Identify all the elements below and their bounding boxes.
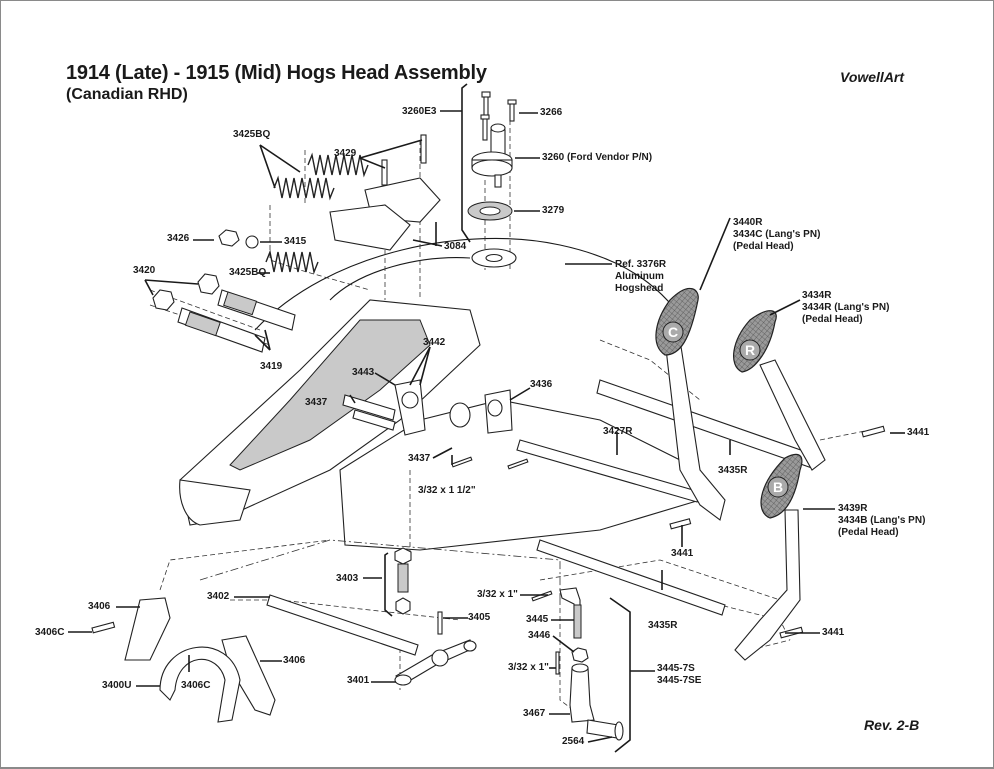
callout-3435R-top: 3435R [718, 465, 748, 476]
callout-3427R: 3427R [603, 426, 633, 437]
callout-3376R: Ref. 3376R Aluminum Hogshead [615, 259, 666, 295]
callout-3260: 3260 (Ford Vendor P/N) [542, 152, 653, 163]
callout-3437-left: 3437 [305, 397, 328, 408]
callout-3376R-line2: Aluminum [615, 271, 664, 282]
part-3400U-yoke [159, 646, 241, 723]
callout-3446: 3446 [528, 630, 551, 641]
part-3279-gasket [467, 201, 513, 221]
callout-3260E3: 3260E3 [402, 106, 437, 117]
callout-3425BQ-mid: 3425BQ [229, 267, 267, 278]
pedal-brake: B [734, 453, 803, 661]
callout-3442: 3442 [423, 337, 446, 348]
part-3442-3436-cams [342, 379, 513, 436]
part-3435R-bottom-shaft [536, 539, 726, 616]
callout-3440R-line2: 3434C (Lang's PN) [733, 229, 821, 240]
part-3405-pin [437, 611, 443, 635]
callout-pin-3-32x1-b: 3/32 x 1" [508, 662, 549, 673]
callout-3436: 3436 [530, 379, 553, 390]
part-3401-lever [394, 639, 477, 686]
leader-lines [68, 83, 905, 753]
callout-3420: 3420 [133, 265, 156, 276]
pedal-letter-reverse: R [745, 342, 755, 358]
callout-pin-3-32x1-a: 3/32 x 1" [477, 589, 518, 600]
callout-2564: 2564 [562, 736, 585, 747]
callout-pin-3-32x1-1-2: 3/32 x 1 1/2" [418, 485, 476, 496]
part-3084-plungers [329, 177, 441, 251]
part-3446-nut [571, 647, 589, 663]
pedal-letter-clutch: C [668, 324, 678, 340]
hogshead-top-boss [471, 248, 517, 268]
callout-3441-mid: 3441 [671, 548, 694, 559]
callout-3439R-line3: (Pedal Head) [838, 527, 899, 538]
callout-3434R-line2: 3434R (Lang's PN) [802, 302, 890, 313]
revision-label: Rev. 2-B [864, 717, 920, 733]
pedal-clutch: C [655, 287, 726, 521]
callout-3406C-left: 3406C [35, 627, 65, 638]
callout-3439R-line2: 3434B (Lang's PN) [838, 515, 926, 526]
callout-3406C-mid: 3406C [181, 680, 211, 691]
callout-3434R: 3434R 3434R (Lang's PN) (Pedal Head) [802, 290, 889, 326]
callout-3376R-line3: Hogshead [615, 283, 664, 294]
part-3467-clevis [569, 663, 595, 723]
part-3266-screws [480, 91, 517, 141]
callout-3467: 3467 [523, 708, 546, 719]
callout-3435R-bottom: 3435R [648, 620, 678, 631]
callout-3434R-line3: (Pedal Head) [802, 314, 863, 325]
brand-logo: VowellArt [840, 69, 905, 85]
part-3415-washer [245, 235, 259, 249]
part-3425BQ-springs [265, 152, 369, 275]
part-3445-rod [559, 587, 582, 639]
callout-3441-right: 3441 [907, 427, 930, 438]
callout-3266: 3266 [540, 107, 563, 118]
callout-3440R: 3440R 3434C (Lang's PN) (Pedal Head) [733, 217, 820, 253]
part-3429-pins [381, 134, 427, 186]
callout-3406-left: 3406 [88, 601, 111, 612]
part-3427R-shaft [516, 439, 701, 503]
callout-3445-7S-line2: 3445-7SE [657, 675, 702, 686]
pedal-letter-brake: B [773, 479, 783, 495]
part-3403-bolt [394, 547, 412, 615]
callout-3279: 3279 [542, 205, 565, 216]
callout-3440R-line3: (Pedal Head) [733, 241, 794, 252]
callout-3425BQ-top: 3425BQ [233, 129, 271, 140]
callout-3419: 3419 [260, 361, 283, 372]
hogshead-bell [329, 257, 471, 301]
callout-3445: 3445 [526, 614, 549, 625]
callout-3445-7S: 3445-7S 3445-7SE [657, 663, 701, 687]
callout-3415: 3415 [284, 236, 307, 247]
page-subtitle: (Canadian RHD) [66, 86, 188, 103]
pedal-reverse: R [733, 310, 826, 471]
callout-3406-right: 3406 [283, 655, 306, 666]
callout-3437-mid: 3437 [408, 453, 431, 464]
callout-3405: 3405 [468, 612, 491, 623]
part-3406C-pins [91, 621, 116, 634]
part-2564-pin [586, 719, 624, 741]
callout-3402: 3402 [207, 591, 230, 602]
callout-3403: 3403 [336, 573, 359, 584]
callout-3426: 3426 [167, 233, 190, 244]
callout-3443: 3443 [352, 367, 375, 378]
callout-3440R-line1: 3440R [733, 217, 763, 228]
part-3402-shaft [266, 594, 419, 656]
part-3420-nuts [152, 273, 220, 311]
part-3260-column [471, 123, 513, 188]
callout-3439R: 3439R 3434B (Lang's PN) (Pedal Head) [838, 503, 925, 539]
callout-3401: 3401 [347, 675, 370, 686]
callout-3441-bottom: 3441 [822, 627, 845, 638]
callout-3429: 3429 [334, 148, 357, 159]
callout-3376R-line1: Ref. 3376R [615, 259, 667, 270]
callout-3084: 3084 [444, 241, 467, 252]
hogshead-outline [254, 237, 691, 331]
callout-3434R-line1: 3434R [802, 290, 832, 301]
callout-3445-7S-line1: 3445-7S [657, 663, 695, 674]
part-3426-nut [218, 229, 240, 247]
callout-3400U: 3400U [102, 680, 132, 691]
callout-3439R-line1: 3439R [838, 503, 868, 514]
page-title: 1914 (Late) - 1915 (Mid) Hogs Head Assem… [66, 62, 487, 84]
part-3419-screws [177, 289, 296, 353]
